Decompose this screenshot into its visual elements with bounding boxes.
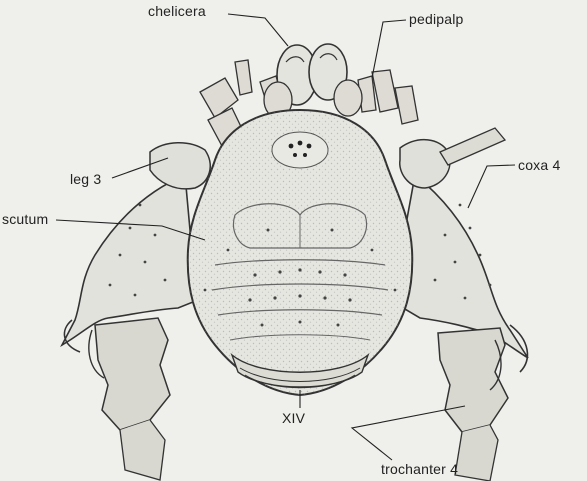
right-pedipalp	[334, 80, 362, 116]
right-leg-3	[400, 140, 450, 188]
left-coxa-4	[62, 175, 198, 345]
label-trochanter-4: trochanter 4	[381, 461, 458, 477]
label-leg-3: leg 3	[70, 171, 101, 187]
label-chelicera: chelicera	[148, 3, 206, 19]
label-coxa-4: coxa 4	[518, 157, 560, 173]
chelicera-leader	[228, 14, 288, 46]
label-pedipalp: pedipalp	[409, 11, 464, 27]
pedipalp-leader	[372, 20, 406, 78]
label-scutum: scutum	[2, 211, 48, 227]
ocular-tubercle	[272, 132, 328, 168]
label-segment-xiv: XIV	[282, 410, 305, 426]
left-trochanter-4	[95, 318, 170, 430]
coxa4-leader	[468, 165, 515, 208]
left-leg-3	[150, 143, 210, 189]
